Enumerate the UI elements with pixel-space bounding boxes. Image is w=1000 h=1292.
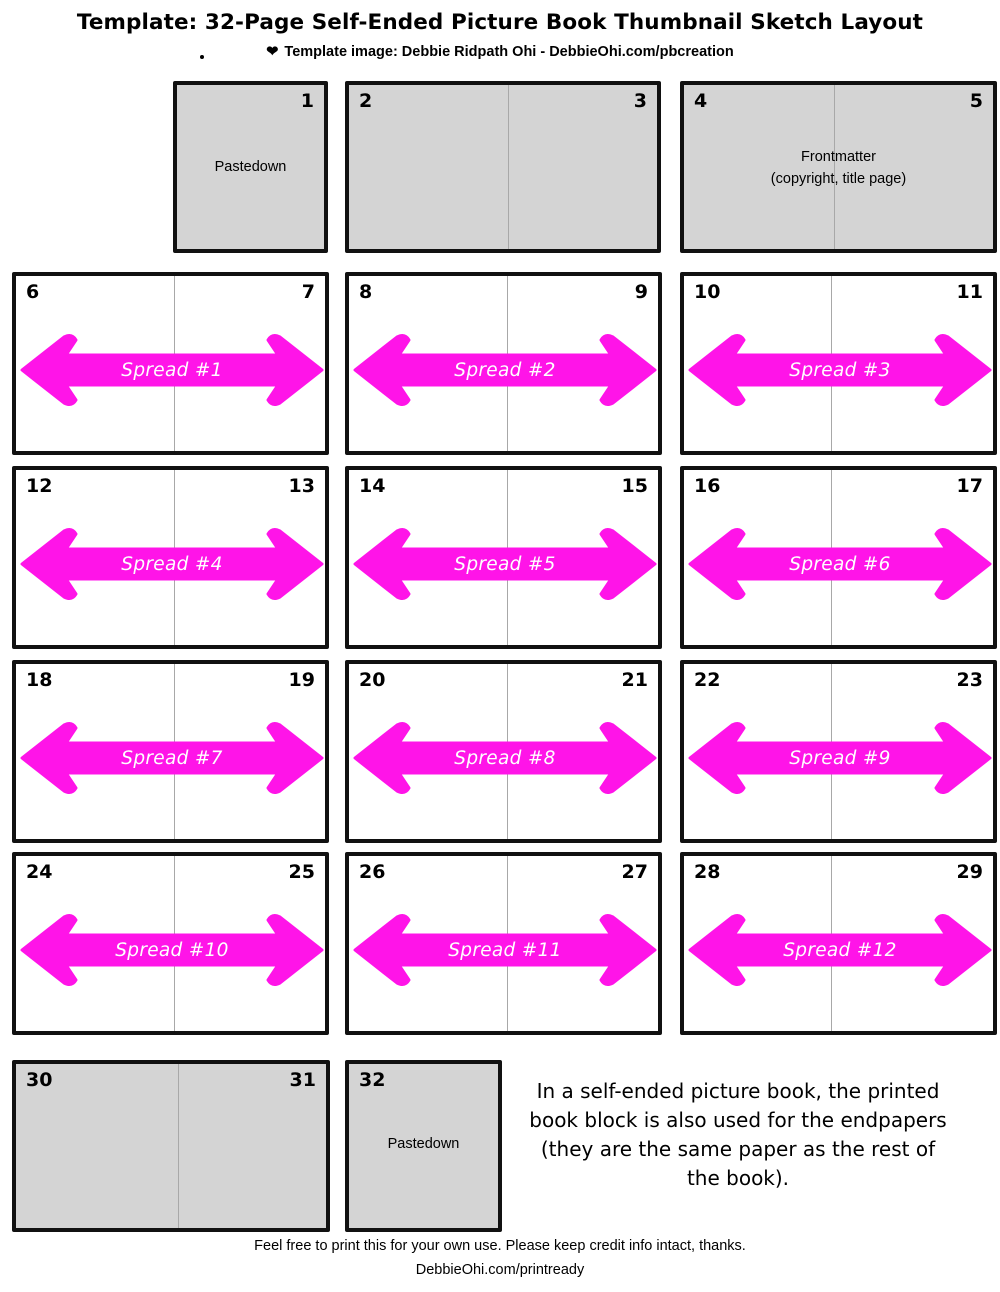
- page-number-left: 14: [359, 475, 386, 497]
- double-arrow-icon: Spread #5: [353, 527, 657, 601]
- double-arrow-icon: Spread #1: [20, 333, 324, 407]
- spread-label: Spread #10: [115, 939, 229, 961]
- spread-label: Spread #5: [454, 553, 556, 575]
- footer-print-note: Feel free to print this for your own use…: [254, 1238, 746, 1254]
- page-number-right: 21: [621, 669, 648, 691]
- spread-label: Spread #11: [448, 939, 562, 961]
- page-number-right: 17: [956, 475, 983, 497]
- fold-line: [178, 1064, 179, 1228]
- page-number-right: 11: [956, 281, 983, 303]
- page-number-right: 25: [288, 861, 315, 883]
- page-number-left: 6: [26, 281, 40, 303]
- credit-line: ❤ Template image: Debbie Ridpath Ohi - De…: [0, 44, 1000, 60]
- spread-label: Spread #2: [454, 359, 556, 381]
- page-number-left: 12: [26, 475, 53, 497]
- credit-text: Template image: Debbie Ridpath Ohi - Deb…: [284, 44, 734, 60]
- pastedown-label: Pastedown: [387, 1136, 460, 1152]
- page-number-left: 2: [359, 90, 373, 112]
- page-number-left: 28: [694, 861, 721, 883]
- page-title: Template: 32-Page Self-Ended Picture Boo…: [76, 10, 924, 35]
- page-number: 1: [300, 90, 314, 112]
- page-number-left: 10: [694, 281, 721, 303]
- page-number-right: 13: [288, 475, 315, 497]
- fold-line: [834, 85, 835, 249]
- pastedown-label: Pastedown: [214, 159, 287, 175]
- self-ended-note: In a self-ended picture book, the printe…: [529, 1079, 947, 1190]
- page-number-left: 24: [26, 861, 53, 883]
- page-number-right: 15: [621, 475, 648, 497]
- page-number-left: 16: [694, 475, 721, 497]
- page-number-left: 8: [359, 281, 373, 303]
- double-arrow-icon: Spread #7: [20, 721, 324, 795]
- fold-line: [508, 85, 509, 249]
- spread-pages-30-31: 30 31: [12, 1060, 330, 1232]
- double-arrow-icon: Spread #6: [688, 527, 992, 601]
- spread-label: Spread #1: [121, 359, 223, 381]
- footer-url: DebbieOhi.com/printready: [415, 1262, 585, 1278]
- spread-pages-4-5-frontmatter: 4 5 Frontmatter (copyright, title page): [680, 81, 997, 253]
- page-number-right: 3: [633, 90, 647, 112]
- page-number-left: 22: [694, 669, 721, 691]
- page-1-pastedown: 1 Pastedown: [173, 81, 328, 253]
- spread-label: Spread #4: [121, 553, 223, 575]
- page-number-right: 9: [634, 281, 648, 303]
- frontmatter-sublabel: (copyright, title page): [770, 171, 907, 187]
- page-number-left: 26: [359, 861, 386, 883]
- page-number-right: 23: [956, 669, 983, 691]
- double-arrow-icon: Spread #9: [688, 721, 992, 795]
- page-number-right: 19: [288, 669, 315, 691]
- page-number-right: 5: [969, 90, 983, 112]
- spread-pages-2-3: 2 3: [345, 81, 661, 253]
- page-number-left: 20: [359, 669, 386, 691]
- page-number: 32: [359, 1069, 386, 1091]
- double-arrow-icon: Spread #4: [20, 527, 324, 601]
- double-arrow-icon: Spread #2: [353, 333, 657, 407]
- page-number-right: 7: [301, 281, 315, 303]
- spread-label: Spread #3: [789, 359, 891, 381]
- page-number-left: 18: [26, 669, 53, 691]
- spread-label: Spread #7: [121, 747, 223, 769]
- double-arrow-icon: Spread #12: [688, 913, 992, 987]
- double-arrow-icon: Spread #8: [353, 721, 657, 795]
- spread-label: Spread #12: [783, 939, 897, 961]
- dot-mark: [200, 55, 204, 59]
- double-arrow-icon: Spread #11: [353, 913, 657, 987]
- page-number-right: 29: [956, 861, 983, 883]
- page-number-left: 4: [694, 90, 708, 112]
- page-number-right: 27: [621, 861, 648, 883]
- spread-label: Spread #8: [454, 747, 556, 769]
- spread-label: Spread #9: [789, 747, 891, 769]
- heart-icon: ❤: [266, 44, 279, 60]
- page-number-right: 31: [289, 1069, 316, 1091]
- double-arrow-icon: Spread #3: [688, 333, 992, 407]
- double-arrow-icon: Spread #10: [20, 913, 324, 987]
- spread-label: Spread #6: [789, 553, 891, 575]
- frontmatter-label: Frontmatter: [801, 149, 876, 165]
- page-32-pastedown: 32 Pastedown: [345, 1060, 502, 1232]
- page-number-left: 30: [26, 1069, 53, 1091]
